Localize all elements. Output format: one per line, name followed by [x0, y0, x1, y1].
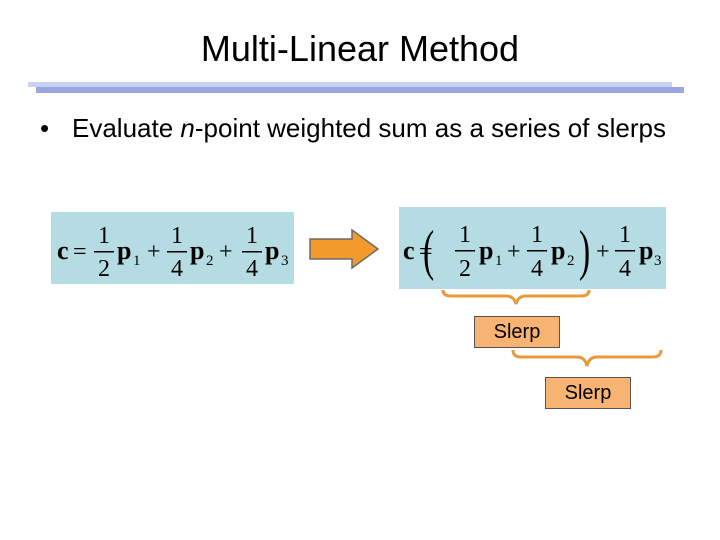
eq-right-var-2: p	[551, 236, 565, 265]
eq-right-sub-2: 2	[567, 253, 575, 269]
eq-right-num-2: 1	[531, 222, 543, 248]
slide-title: Multi-Linear Method	[200, 28, 520, 69]
eq-left-num-3: 1	[246, 223, 258, 249]
eq-right-var-3: p	[639, 236, 653, 265]
eq-right-plus-2: +	[596, 239, 610, 265]
underline-light	[28, 82, 672, 87]
equation-left: c = 1 2 p 1 + 1 4 p 2 + 1 4 p 3	[51, 212, 294, 284]
eq-right-plus-1: +	[507, 239, 521, 265]
eq-left-den-2: 4	[171, 256, 183, 282]
eq-left-sub-2: 2	[206, 253, 214, 269]
eq-left-fracbar-2	[167, 251, 187, 253]
eq-right-den-3: 4	[619, 256, 631, 282]
eq-right-num-3: 1	[619, 222, 631, 248]
eq-left-sub-3: 3	[281, 253, 289, 269]
eq-left-sub-1: 1	[133, 253, 141, 269]
eq-left-plus-2: +	[219, 239, 233, 265]
eq-right-fracbar-3	[615, 250, 635, 252]
slerp-label-inner: Slerp	[474, 316, 560, 348]
eq-right-open-paren: (	[423, 219, 434, 281]
bullet-text-italic: n	[180, 113, 195, 143]
eq-right-fracbar-1	[455, 250, 475, 252]
bullet-text: Evaluate n-point weighted sum as a serie…	[72, 112, 672, 144]
eq-right-den-1: 2	[459, 256, 471, 282]
eq-right-fracbar-2	[527, 250, 547, 252]
eq-right-lhs: c	[403, 236, 415, 265]
eq-right-var-1: p	[479, 236, 493, 265]
eq-right-num-1: 1	[459, 222, 471, 248]
eq-left-den-1: 2	[98, 256, 110, 282]
right-arrow-icon	[309, 228, 380, 270]
bullet-marker: •	[40, 113, 50, 143]
eq-left-var-3: p	[265, 236, 279, 265]
slerp-label-outer: Slerp	[545, 377, 631, 409]
inner-brace-icon	[441, 289, 591, 305]
bullet-text-post: -point weighted sum as a series of slerp…	[194, 113, 666, 143]
eq-right-den-2: 4	[531, 256, 543, 282]
eq-right-equals: =	[419, 239, 433, 265]
eq-left-num-2: 1	[171, 223, 183, 249]
eq-left-fracbar-3	[242, 251, 262, 253]
eq-left-fracbar-1	[94, 251, 114, 253]
eq-left-var-2: p	[190, 236, 204, 265]
title-underline	[28, 82, 684, 94]
eq-right-sub-3: 3	[654, 253, 662, 269]
eq-left-equals: =	[73, 239, 87, 265]
eq-left-plus-1: +	[147, 239, 161, 265]
underline-dark	[36, 87, 684, 93]
eq-right-sub-1: 1	[495, 253, 503, 269]
eq-left-var-1: p	[117, 236, 131, 265]
outer-brace-icon	[511, 349, 663, 367]
eq-left-lhs: c	[57, 236, 69, 265]
eq-left-num-1: 1	[98, 223, 110, 249]
equation-right: c = ( 1 2 p 1 + 1 4 p 2 ) + 1 4 p 3	[399, 207, 666, 289]
eq-right-close-paren: )	[579, 219, 590, 281]
bullet-text-pre: Evaluate	[72, 113, 181, 143]
eq-left-den-3: 4	[246, 256, 258, 282]
